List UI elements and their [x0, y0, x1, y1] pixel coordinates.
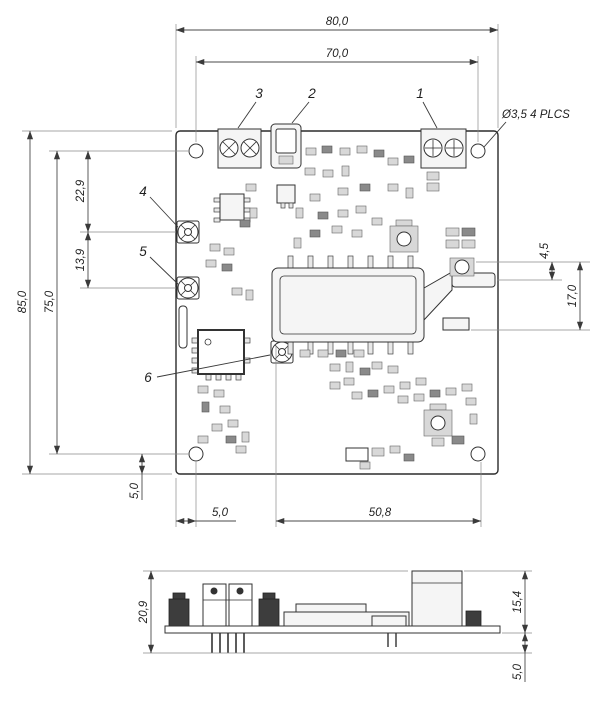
- usb-connector-2: [270, 123, 302, 169]
- dim-sma4-offset: 22,9: [75, 179, 87, 203]
- callout-3: 3: [255, 86, 263, 101]
- side-component-small: [371, 615, 407, 627]
- terminal-block-1: [420, 128, 467, 169]
- dim-laser-span: 50,8: [369, 507, 392, 519]
- dim-hole-span-width: 70,0: [326, 48, 349, 60]
- dim-overall-width: 80,0: [326, 16, 349, 28]
- edge-slot: [178, 305, 188, 349]
- dim-connector-height: 15,4: [512, 591, 524, 613]
- dim-pin-protrusion: 5,0: [512, 663, 524, 680]
- main-ic: [191, 329, 251, 381]
- mounting-holes: [188, 143, 486, 462]
- power-component-lower: [423, 403, 453, 437]
- mounting-hole-bottom-left: [188, 446, 204, 462]
- through-pins: [211, 633, 397, 653]
- pcb-side-profile: [164, 625, 501, 634]
- callout-6: 6: [144, 370, 152, 385]
- terminal-block-3: [217, 128, 262, 169]
- mounting-hole-bottom-right: [470, 446, 486, 462]
- dimensions: 80,0 70,0 85,0 75,0 22,9 13,9 5,0 5: [17, 16, 590, 682]
- dim-fiber-offset: 4,5: [539, 242, 551, 259]
- dim-fiber-center-height: 17,0: [567, 284, 579, 307]
- power-connector-side: [411, 570, 463, 627]
- dim-sma5-offset: 13,9: [75, 248, 87, 271]
- power-component-upper: [389, 219, 419, 253]
- small-ic-1: [213, 193, 251, 223]
- top-view: [175, 123, 499, 475]
- fiber-clamp-lower: [442, 317, 470, 331]
- small-ic-2: [276, 184, 296, 209]
- side-view: [164, 570, 501, 653]
- sma-connector-4: [176, 220, 200, 244]
- mounting-hole-top-left: [188, 143, 204, 159]
- bottom-component: [345, 447, 369, 462]
- smd-passives: [197, 145, 478, 470]
- butterfly-laser-module: [271, 255, 496, 355]
- side-component-dark: [465, 610, 482, 627]
- sma-side-1: [168, 598, 190, 627]
- dim-overall-height: 85,0: [17, 290, 29, 313]
- callout-2: 2: [307, 86, 316, 101]
- callout-4: 4: [139, 184, 147, 199]
- callout-5: 5: [139, 244, 147, 259]
- callout-1: 1: [416, 86, 424, 101]
- dim-hole-margin-left: 5,0: [212, 507, 229, 519]
- mounting-hole-top-right: [470, 143, 486, 159]
- sma-side-2: [258, 598, 280, 627]
- sma-connector-5: [176, 276, 200, 300]
- dim-hole-span-height: 75,0: [44, 290, 56, 313]
- hole-note-label: Ø3,5 4 PLCS: [501, 109, 570, 121]
- dim-hole-margin-bottom: 5,0: [129, 482, 141, 499]
- dim-side-overall-height: 20,9: [138, 600, 150, 624]
- terminal-side: [202, 583, 253, 627]
- fiber-snout: [423, 271, 453, 322]
